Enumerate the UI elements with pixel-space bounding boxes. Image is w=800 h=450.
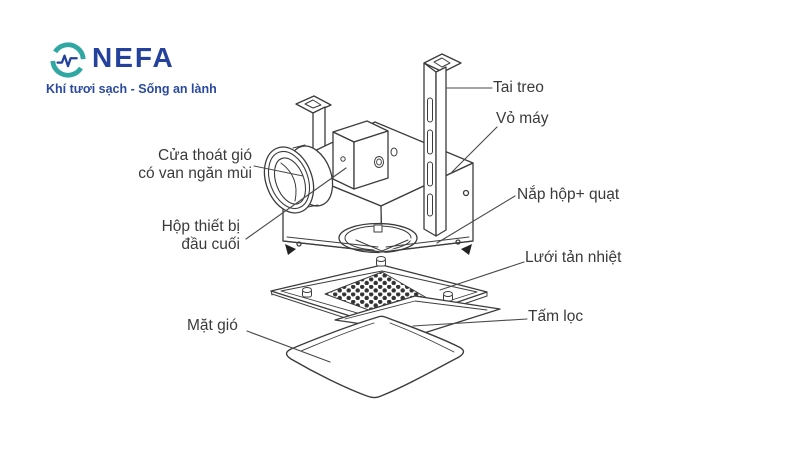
label-tai-treo: Tai treo: [493, 79, 544, 96]
callout-leader-lines: [245, 87, 528, 363]
leader-hop-thiet-bi: [245, 167, 347, 240]
assembly-arrow-left: [285, 244, 296, 255]
leader-cua-thoat-gio: [253, 165, 304, 177]
brand-name: NEFA: [92, 42, 175, 73]
front-panel: [285, 315, 465, 399]
pulse-line-icon: [56, 54, 78, 68]
leader-mat-gio: [246, 330, 331, 363]
label-cua-thoat-gio-line1: Cửa thoát gió: [158, 147, 252, 164]
label-cua-thoat-gio: Cửa thoát gió có van ngăn mùi: [138, 147, 252, 183]
label-hop-thiet-bi-line2: đầu cuối: [181, 236, 240, 253]
label-nap-hop-quat: Nắp hộp+ quạt: [517, 186, 620, 203]
label-luoi-tan-nhiet: Lưới tản nhiệt: [525, 249, 622, 266]
assembly-arrow-right: [461, 244, 472, 255]
odor-valve-flap: [280, 162, 297, 202]
brand-tagline: Khí tươi sạch - Sống an lành: [46, 82, 217, 96]
leader-tam-loc: [412, 318, 528, 327]
label-hop-thiet-bi-line1: Hộp thiết bị: [161, 218, 240, 235]
label-cua-thoat-gio-line2: có van ngăn mùi: [138, 165, 252, 182]
leader-vo-may: [451, 126, 498, 173]
label-tam-loc: Tấm lọc: [528, 308, 584, 325]
label-hop-thiet-bi: Hộp thiết bị đầu cuối: [162, 218, 240, 254]
hanging-bracket-right: [423, 53, 462, 237]
air-outlet-duct: [263, 144, 334, 214]
label-vo-may: Vỏ máy: [496, 110, 549, 127]
leader-luoi-tan-nhiet: [439, 261, 525, 291]
label-mat-gio: Mặt gió: [187, 317, 238, 334]
nefa-logo-icon: [50, 42, 86, 78]
nefa-logo: NEFA Khí tươi sạch - Sống an lành: [46, 38, 266, 100]
terminal-box: [332, 120, 398, 190]
leader-nap-hop-quat: [436, 195, 516, 244]
